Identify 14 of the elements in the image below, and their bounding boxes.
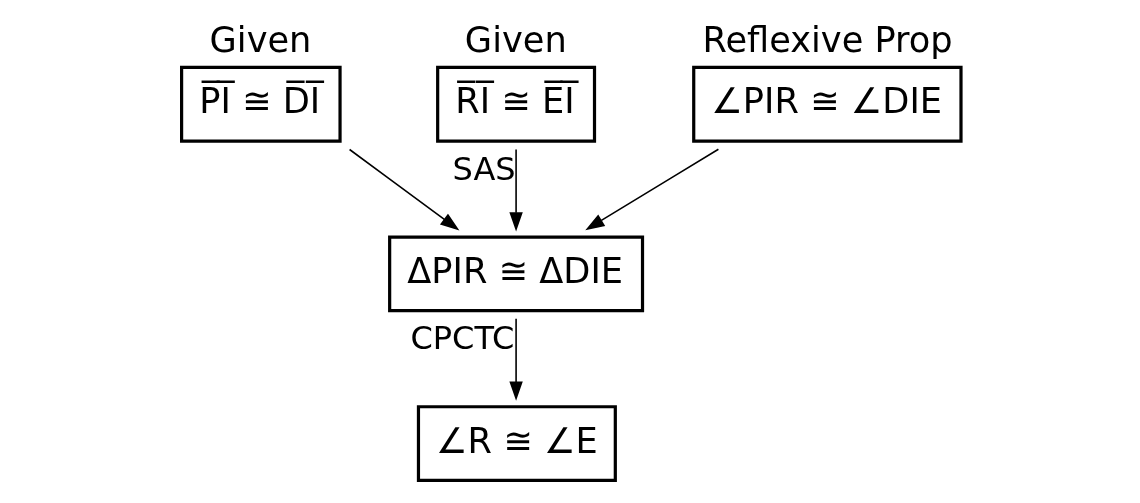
node-box: ∠R ≅ ∠E [416, 405, 617, 482]
node-box: P̅I̅ ≅ D̅I̅ [179, 65, 342, 143]
node-label: Given [209, 19, 311, 61]
node-label: Given [464, 19, 567, 61]
edge-label: SAS [452, 149, 516, 188]
node-label: Reflexive Prop [702, 19, 953, 61]
arrow [348, 148, 459, 231]
arrow [508, 148, 523, 232]
node-box: R̅I̅ ≅ E̅I̅ [435, 65, 596, 143]
node-box: ∠PIR ≅ ∠DIE [691, 65, 963, 143]
arrow [508, 318, 523, 401]
edge-label: CPCTC [409, 319, 514, 358]
node-box: ΔPIR ≅ ΔDIE [387, 235, 644, 313]
arrow [584, 148, 719, 231]
